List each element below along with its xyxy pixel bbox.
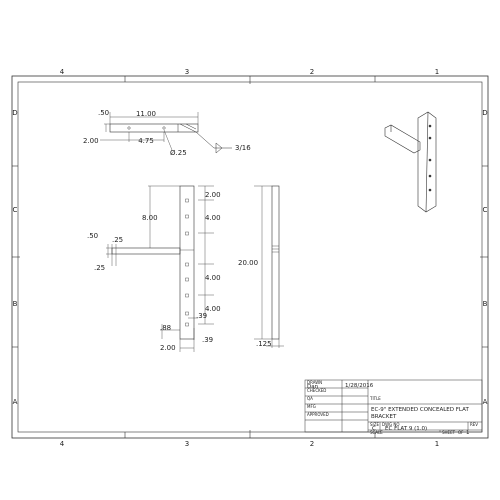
dim-top-hole-spacing: 4.75 xyxy=(138,137,154,145)
tb-title-line2: BRACKET xyxy=(371,414,397,420)
zone-row-b-left: B xyxy=(13,300,18,308)
dim-front-plate-width: 2.00 xyxy=(160,344,176,352)
dim-front-arm-lip: .25 xyxy=(94,264,105,272)
zone-row-a-left: A xyxy=(13,398,18,406)
dim-front-arm-height: 8.00 xyxy=(142,214,158,222)
front-view-plate xyxy=(179,185,195,340)
tb-label-size: SIZE xyxy=(370,422,379,427)
tb-drawn-by: Dan xyxy=(307,384,319,390)
dim-front-hole-spacing-2: 4.00 xyxy=(205,274,221,282)
tb-label-dwg-no: DWG NO xyxy=(382,422,400,427)
side-view xyxy=(254,185,284,348)
dim-front-hole-spacing-3: 4.00 xyxy=(205,305,221,313)
top-view xyxy=(100,112,199,151)
dim-side-height: 20.00 xyxy=(238,259,258,267)
tb-label-checked: CHECKED xyxy=(307,388,326,393)
zone-row-d-right: D xyxy=(482,109,487,117)
dim-front-arm-edge: .25 xyxy=(112,236,123,244)
zone-col-2-bottom: 2 xyxy=(310,440,314,448)
dim-top-edge-offset: 2.00 xyxy=(83,137,99,145)
dim-front-arm-thickness: .50 xyxy=(87,232,98,240)
zone-ticks xyxy=(12,76,488,438)
zone-row-c-left: C xyxy=(13,206,18,214)
tb-title-line1: EC-9" EXTENDED CONCEALED FLAT xyxy=(371,407,469,413)
tb-label-title: TITLE xyxy=(369,396,381,401)
tb-label-qa: QA xyxy=(307,396,313,401)
front-view xyxy=(106,185,214,352)
tb-label-of: OF xyxy=(458,430,464,435)
tb-label-rev: REV xyxy=(470,422,478,427)
zone-col-1-top: 1 xyxy=(435,68,439,76)
dim-front-hole-spacing-1: 4.00 xyxy=(205,214,221,222)
tb-label-scale: SCALE xyxy=(370,430,383,435)
zone-col-3-top: 3 xyxy=(185,68,189,76)
title-block xyxy=(304,379,483,433)
tb-size-value: C xyxy=(372,426,376,432)
weld-symbol xyxy=(195,131,232,154)
zone-col-2-top: 2 xyxy=(310,68,314,76)
top-view-hole xyxy=(162,126,166,130)
top-view-hole xyxy=(127,126,131,130)
zone-row-b-right: B xyxy=(483,300,488,308)
zone-row-c-right: C xyxy=(483,206,488,214)
dim-front-bottom-hole: .88 xyxy=(160,324,171,332)
tb-label-mfg: MFG xyxy=(307,404,316,409)
zone-col-1-bottom: 1 xyxy=(435,440,439,448)
dim-front-bottom-offset: .39 xyxy=(202,336,213,344)
dim-side-thickness: .125 xyxy=(256,340,272,348)
inner-border xyxy=(17,81,483,433)
tb-label-sheet: SHEET xyxy=(442,430,456,435)
tb-sheet-number: 1 xyxy=(466,430,470,436)
zone-col-3-bottom: 3 xyxy=(185,440,189,448)
top-view-body xyxy=(109,123,199,133)
dim-top-thickness: .50 xyxy=(98,109,109,117)
outer-border xyxy=(11,75,489,439)
side-view-plate xyxy=(271,185,280,340)
dim-top-hole-diameter: Ø.25 xyxy=(170,149,187,157)
zone-row-d-left: D xyxy=(12,109,17,117)
tb-label-drawn: DRAWN xyxy=(307,380,322,385)
tb-dwg-no: EC FLAT 9 (1.0) xyxy=(385,426,427,432)
zone-col-4-top: 4 xyxy=(60,68,65,76)
tb-label-approved: APPROVED xyxy=(307,412,329,417)
dim-top-length: 11.00 xyxy=(136,110,156,118)
front-view-arm xyxy=(111,247,181,255)
dim-front-top-hole: 2.00 xyxy=(205,191,221,199)
weld-size: 3/16 xyxy=(235,144,251,152)
isometric-view xyxy=(384,111,437,213)
zone-col-4-bottom: 4 xyxy=(60,440,65,448)
zone-row-a-right: A xyxy=(483,398,488,406)
dim-front-hole-offset: .39 xyxy=(196,312,207,320)
tb-date: 1/28/2016 xyxy=(345,383,374,389)
